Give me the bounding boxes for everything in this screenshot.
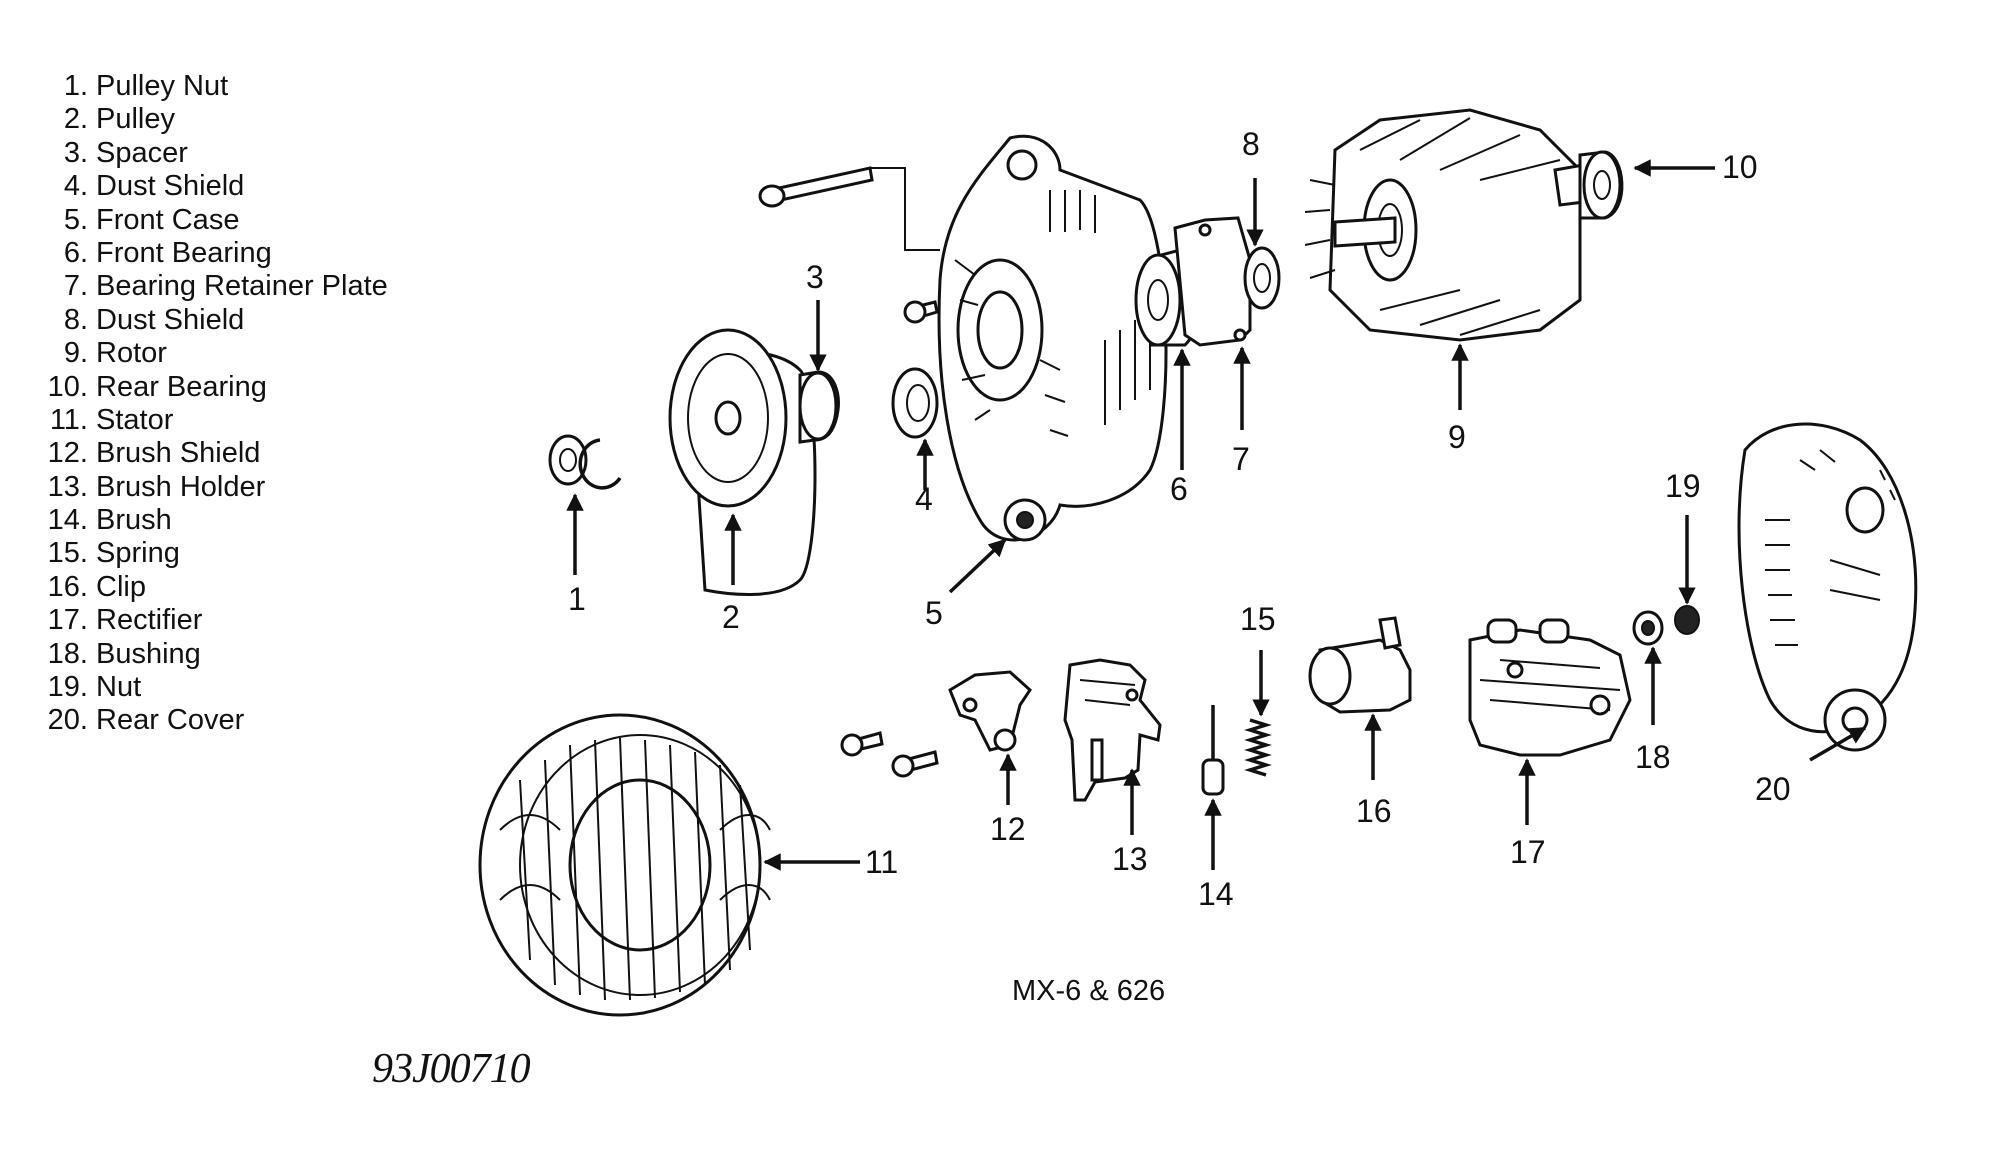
brush-shield — [948, 670, 1032, 752]
legend-item-5: 5.Front Case — [63, 203, 240, 236]
callout-3: 3 — [806, 259, 824, 295]
pulley-nut — [548, 434, 622, 490]
legend-item-13: 13.Brush Holder — [47, 470, 266, 503]
callout-17: 17 — [1510, 834, 1546, 870]
legend-item-4: 4.Dust Shield — [63, 170, 245, 203]
bearing-retainer-plate — [1173, 216, 1252, 347]
callout-18: 18 — [1635, 739, 1671, 775]
stator — [478, 713, 771, 1017]
brush-holder — [1063, 658, 1162, 802]
legend-item-10: 10.Rear Bearing — [47, 370, 267, 403]
parts-legend: 1.Pulley Nut 2.Pulley 3.Spacer 4.Dust Sh… — [30, 70, 388, 738]
through-bolt — [758, 166, 940, 251]
clip — [1308, 616, 1412, 714]
legend-item-9: 9.Rotor — [63, 337, 167, 370]
rear-cover — [1737, 422, 1918, 752]
callout-1: 1 — [568, 581, 586, 617]
spring — [1244, 718, 1272, 777]
callout-11: 11 — [865, 844, 898, 880]
legend-item-16: 16.Clip — [47, 570, 146, 603]
callout-12: 12 — [990, 811, 1026, 847]
dust-shield-rear — [1243, 246, 1281, 310]
callout-20: 20 — [1755, 771, 1791, 807]
rectifier — [1468, 618, 1632, 757]
callout-14: 14 — [1198, 876, 1234, 912]
callout-9: 9 — [1448, 419, 1466, 455]
callout-arrows — [566, 159, 1867, 871]
legend-item-1: 1.Pulley Nut — [63, 70, 229, 102]
callout-16: 16 — [1356, 793, 1392, 829]
legend-item-3: 3.Spacer — [63, 136, 188, 169]
callout-4: 4 — [915, 481, 933, 517]
brush — [1201, 705, 1225, 796]
pulley — [668, 328, 817, 596]
bushing — [1632, 610, 1664, 646]
legend-item-11: 11.Stator — [49, 403, 174, 436]
callout-15: 15 — [1240, 601, 1276, 637]
callout-5: 5 — [925, 595, 943, 631]
legend-item-15: 15.Spring — [47, 537, 180, 570]
legend-item-18: 18.Bushing — [47, 637, 201, 670]
legend-item-7: 7.Bearing Retainer Plate — [63, 270, 388, 303]
legend-item-14: 14.Brush — [47, 504, 172, 537]
legend-item-17: 17.Rectifier — [47, 604, 203, 637]
small-screw — [903, 300, 939, 324]
callout-numbers: 1 2 3 4 5 6 7 8 9 10 11 12 13 14 15 16 1… — [568, 126, 1791, 912]
figure-code: 93J00710 — [372, 1046, 531, 1092]
model-caption: MX-6 & 626 — [1012, 975, 1166, 1007]
callout-2: 2 — [722, 599, 740, 635]
spacer — [798, 370, 840, 444]
callout-19: 19 — [1665, 468, 1701, 504]
legend-item-20: 20.Rear Cover — [47, 704, 245, 737]
brush-shield-screws — [840, 731, 939, 778]
legend-item-2: 2.Pulley — [63, 103, 175, 136]
rotor — [1304, 108, 1602, 342]
legend-item-12: 12.Brush Shield — [47, 437, 261, 470]
callout-6: 6 — [1170, 471, 1188, 507]
callout-8: 8 — [1242, 126, 1260, 162]
callout-7: 7 — [1232, 441, 1250, 477]
dust-shield-front — [891, 367, 939, 439]
legend-item-19: 19.Nut — [47, 671, 142, 704]
legend-item-8: 8.Dust Shield — [63, 303, 245, 336]
front-case — [937, 134, 1168, 542]
rear-bearing — [1578, 150, 1624, 220]
callout-13: 13 — [1112, 841, 1148, 877]
legend-item-6: 6.Front Bearing — [63, 236, 272, 269]
callout-10: 10 — [1722, 149, 1758, 185]
nut — [1674, 605, 1700, 635]
